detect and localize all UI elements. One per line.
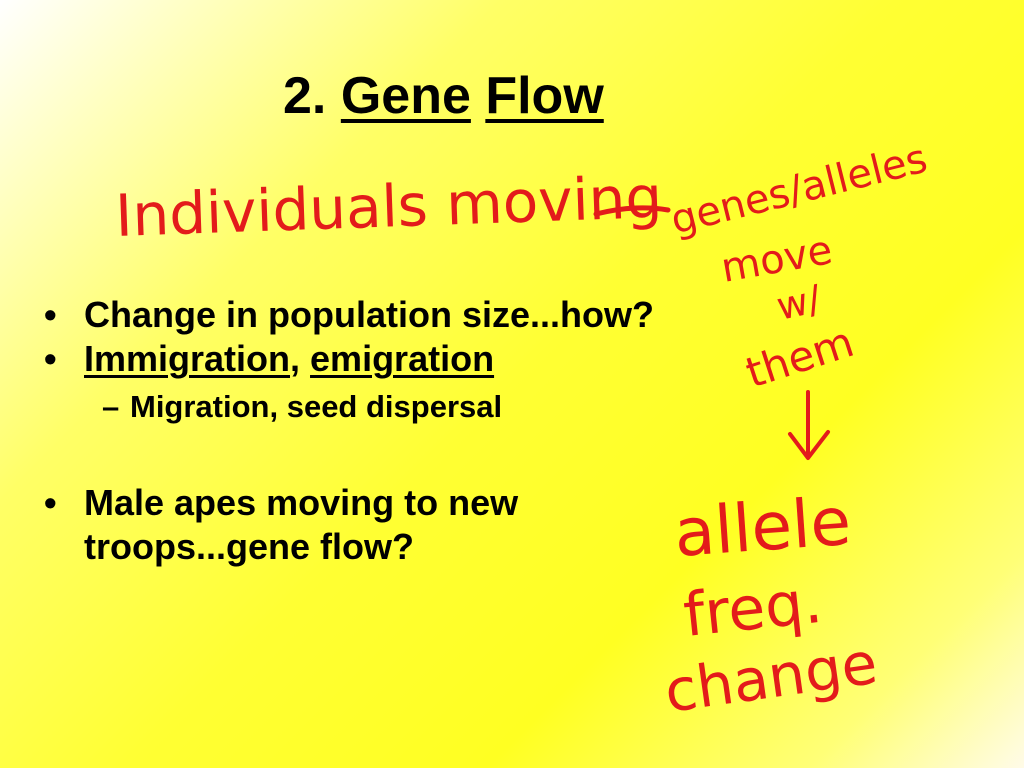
note-move: move [718,227,836,292]
note-freq: freq. [680,567,825,651]
note-genes-alleles: genes/alleles [666,136,932,244]
immigration-term: Immigration [84,338,291,379]
bullet-text-line2: troops...gene flow? [84,526,414,567]
title-word-gene: Gene [340,67,471,125]
sub-bullet-glyph: – [102,389,120,424]
note-them: them [740,317,860,398]
down-arrow-head [788,430,830,460]
note-allele: allele [672,483,854,572]
bullet-population-size: • Change in population size...how? [44,293,654,337]
slide-title: 2. Gene Flow [283,66,604,126]
sub-bullet-text: Migration, seed dispersal [130,389,503,424]
bullet-list: • Change in population size...how? • Imm… [44,293,654,569]
bullet-glyph: • [44,482,57,523]
bullet-text: Change in population size...how? [84,294,654,335]
bullet-glyph: • [44,338,57,379]
bullet-glyph: • [44,294,57,335]
term-separator: , [290,338,311,379]
title-word-flow: Flow [485,67,604,125]
dash-stroke [593,205,671,217]
emigration-term: emigration [310,338,495,379]
note-individuals-moving: Individuals moving [114,163,663,250]
bullet-male-apes: • Male apes moving to new troops...gene … [44,481,654,569]
sub-bullet-migration: – Migration, seed dispersal [44,385,654,429]
bullet-immigration: • Immigration, emigration [44,337,654,381]
note-with: w/ [773,277,825,329]
bullet-text-line1: Male apes moving to new [84,482,519,523]
title-number: 2. [283,67,327,125]
